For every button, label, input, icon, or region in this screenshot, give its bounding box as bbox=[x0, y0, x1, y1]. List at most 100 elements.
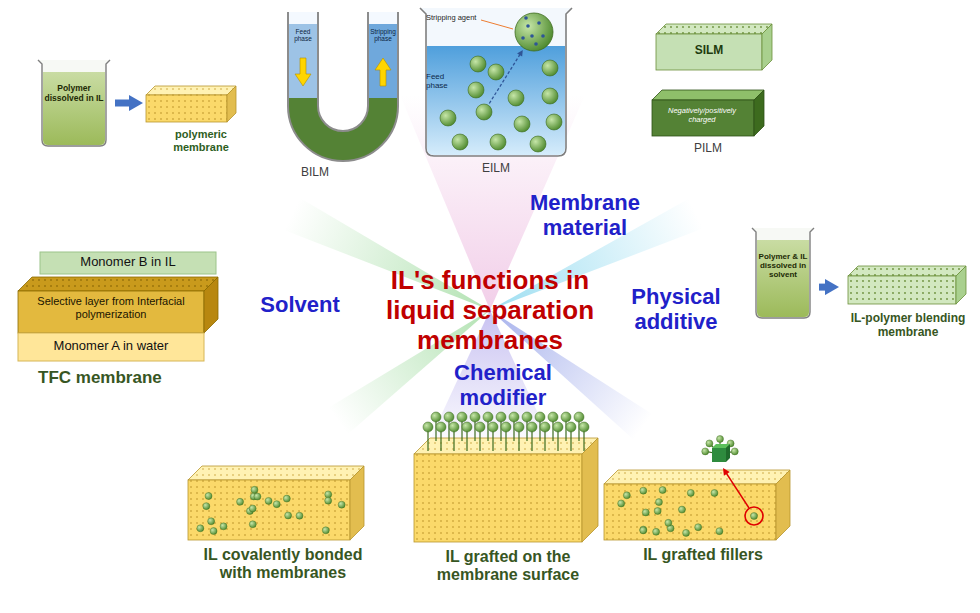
membrane-label: polymeric membrane bbox=[146, 128, 256, 153]
il-dot bbox=[205, 492, 212, 499]
emulsion-droplet bbox=[530, 136, 546, 152]
il-head bbox=[501, 422, 511, 432]
il-dot bbox=[618, 500, 625, 507]
zoom-arrow bbox=[727, 474, 750, 509]
il-dot bbox=[265, 497, 272, 504]
polymer-inclusion-membrane: Negatively/positively chargedPILM bbox=[652, 90, 764, 162]
beaker-glass bbox=[38, 60, 110, 146]
membrane-label: IL-polymer blending membrane bbox=[842, 312, 974, 340]
shape-art bbox=[18, 277, 218, 333]
il-head bbox=[535, 412, 545, 422]
polymer-solution bbox=[43, 72, 105, 145]
leader-line bbox=[481, 20, 513, 29]
il-dot bbox=[251, 486, 258, 493]
il-head bbox=[706, 440, 713, 447]
il-head bbox=[514, 422, 524, 432]
slab-front bbox=[604, 484, 776, 540]
il-dot bbox=[623, 492, 630, 499]
il-dot bbox=[296, 512, 303, 519]
solution-layer bbox=[40, 252, 216, 274]
membrane-label: IL covalently bonded with membranes bbox=[188, 546, 378, 583]
il-head bbox=[540, 422, 550, 432]
il-head bbox=[717, 436, 724, 443]
il-dot bbox=[237, 498, 244, 505]
monomer-layer: Monomer A in water bbox=[18, 333, 204, 361]
graft-chain bbox=[539, 420, 540, 441]
il-dot bbox=[751, 513, 758, 520]
graft-chain bbox=[479, 430, 480, 451]
feed-liquid bbox=[427, 46, 565, 155]
tube-air bbox=[289, 12, 317, 24]
membrane-label: IL grafted fillers bbox=[604, 546, 802, 564]
shape-outline bbox=[418, 6, 574, 182]
figure-label: EILM bbox=[418, 162, 574, 176]
slab-top bbox=[604, 470, 790, 484]
il-dot bbox=[640, 487, 647, 494]
selective-layer: Selective layer from Interfacial polymer… bbox=[18, 277, 218, 333]
slab-front bbox=[146, 95, 227, 122]
stripping-agent-dot bbox=[537, 21, 541, 25]
il-dot bbox=[653, 528, 660, 535]
graft-chain bbox=[531, 430, 532, 451]
bulk-liquid-membrane: Feed phaseStripping phaseBILM bbox=[283, 6, 405, 182]
il-dot bbox=[640, 526, 647, 533]
graft-chain bbox=[474, 420, 475, 441]
stripping-agent-dot bbox=[534, 42, 538, 46]
phase-label: Stripping phase bbox=[369, 28, 397, 43]
il-dot bbox=[711, 489, 718, 496]
flow-arrow bbox=[375, 58, 391, 86]
charge-note: Negatively/positively charged bbox=[654, 107, 750, 124]
membrane-slab: polymeric membrane bbox=[146, 86, 256, 156]
slab-front bbox=[848, 276, 956, 304]
graft-chain bbox=[440, 430, 441, 451]
il-dot bbox=[642, 509, 649, 516]
callout-label: Stripping agent bbox=[426, 14, 486, 23]
il-head bbox=[483, 412, 493, 422]
emulsion-droplet bbox=[542, 60, 558, 76]
slab-front bbox=[652, 100, 754, 136]
il-dot bbox=[716, 528, 723, 535]
slab-front bbox=[18, 291, 204, 333]
il-head bbox=[444, 412, 454, 422]
stripping-agent-dot bbox=[541, 34, 545, 38]
slab-side bbox=[762, 24, 772, 70]
shape-art bbox=[414, 412, 598, 542]
il-head bbox=[527, 422, 537, 432]
graft-chain bbox=[526, 420, 527, 441]
il-dot bbox=[197, 525, 204, 532]
il-dot bbox=[695, 524, 702, 531]
shape-outline bbox=[36, 58, 112, 148]
il-dot bbox=[322, 527, 329, 534]
il-dot bbox=[325, 497, 332, 504]
il-head bbox=[509, 412, 519, 422]
il-head bbox=[436, 422, 446, 432]
graft-chain bbox=[565, 420, 566, 441]
il-dot bbox=[640, 527, 647, 534]
graft-chain bbox=[557, 430, 558, 451]
il-head bbox=[731, 448, 738, 455]
graft-chain bbox=[461, 420, 462, 441]
emulsion-droplet bbox=[452, 134, 468, 150]
stripping-agent-dot bbox=[526, 24, 530, 28]
slab-top bbox=[188, 466, 364, 480]
graft-chain bbox=[487, 420, 488, 441]
solution-beaker: Polymer & IL dissolved in solvent bbox=[750, 226, 816, 320]
figure-label: PILM bbox=[652, 142, 764, 156]
block-arrow bbox=[819, 284, 825, 291]
section-heading: Membrane material bbox=[505, 190, 665, 241]
section-heading: Chemical modifier bbox=[428, 360, 578, 411]
graft-chain bbox=[552, 420, 553, 441]
beaker-glass bbox=[752, 228, 814, 318]
emulsion-droplet-zoom bbox=[515, 13, 553, 51]
shape-art bbox=[848, 266, 966, 304]
graft-chain bbox=[544, 430, 545, 451]
il-dot bbox=[220, 523, 227, 530]
il-dot bbox=[249, 521, 256, 528]
highlight-ring bbox=[745, 507, 763, 525]
il-head bbox=[488, 422, 498, 432]
membrane-slab: IL covalently bonded with membranes bbox=[188, 466, 378, 586]
filler-cube bbox=[712, 448, 726, 462]
solution-label: Polymer dissolved in IL bbox=[42, 84, 106, 104]
il-head bbox=[561, 412, 571, 422]
feed-liquid bbox=[289, 12, 317, 98]
